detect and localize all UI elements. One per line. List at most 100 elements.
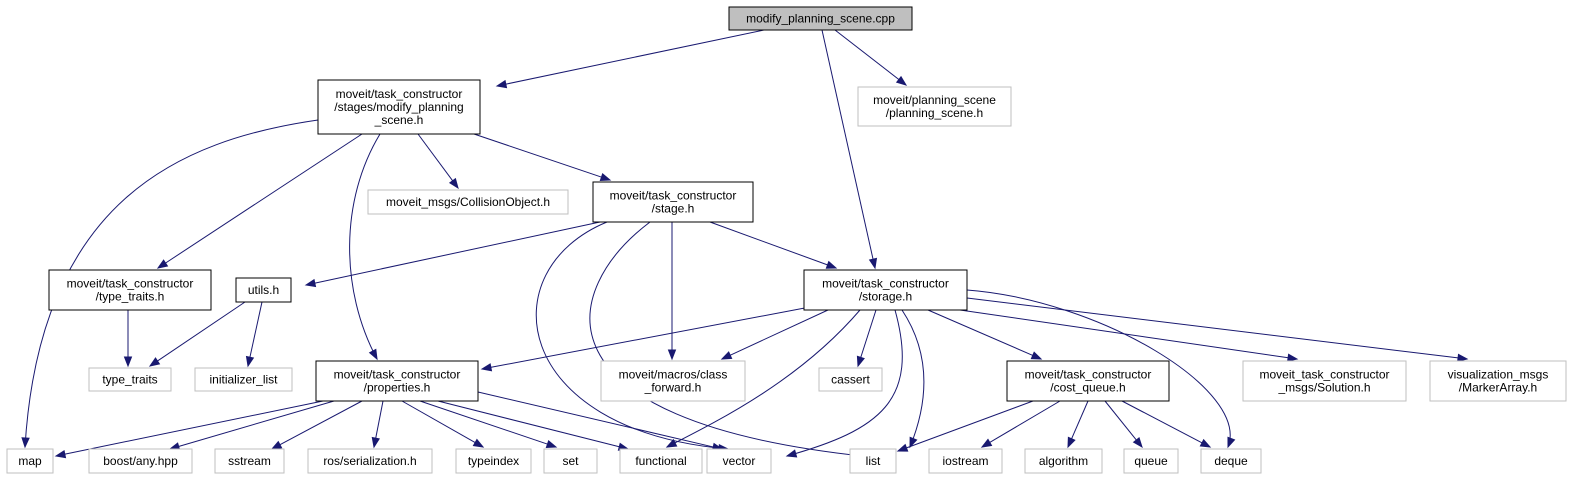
edge-modify-ps-h-to-properties-h-line xyxy=(349,133,381,360)
node-type-traits[interactable]: type_traits xyxy=(88,367,172,392)
node-planning-scene-h-box xyxy=(857,86,1012,127)
node-algorithm[interactable]: algorithm xyxy=(1024,448,1103,474)
node-ros-serialization-box xyxy=(307,448,433,474)
node-class-forward-h-box xyxy=(600,360,746,402)
node-iostream[interactable]: iostream xyxy=(928,448,1003,474)
node-utils-h[interactable]: utils.h xyxy=(235,277,292,303)
edge-type-traits-h-to-type-traits xyxy=(123,310,133,368)
edge-cost-queue-h-to-deque xyxy=(1121,400,1212,448)
node-typeindex-label-line: typeindex xyxy=(468,454,519,468)
node-type-traits-h-label-line: moveit/task_constructor xyxy=(67,277,194,291)
edge-cost-queue-h-to-deque-line xyxy=(1121,400,1204,444)
node-initializer-list[interactable]: initializer_list xyxy=(194,367,293,392)
edge-modify-ps-h-to-collision-object-h xyxy=(417,133,459,190)
node-properties-h-label-line: /properties.h xyxy=(364,381,431,395)
node-stage-h[interactable]: moveit/task_constructor/stage.h xyxy=(592,181,754,223)
edge-cost-queue-h-to-algorithm-arrowhead xyxy=(1067,436,1076,449)
edge-storage-h-to-functional-line xyxy=(666,309,861,448)
node-collision-object-h-label-line: moveit_msgs/CollisionObject.h xyxy=(386,195,550,209)
node-solution-h-label-line: _msgs/Solution.h xyxy=(1277,381,1370,395)
edge-storage-h-to-solution-h-arrowhead xyxy=(1286,353,1299,362)
edge-properties-h-to-sstream xyxy=(270,400,363,450)
edge-storage-h-to-deque xyxy=(966,289,1236,449)
node-cost-queue-h[interactable]: moveit/task_constructor/cost_queue.h xyxy=(1006,360,1170,402)
edge-cost-queue-h-to-list xyxy=(896,400,1034,452)
node-algorithm-label-line: algorithm xyxy=(1039,454,1088,468)
node-planning-scene-h-label-line: /planning_scene.h xyxy=(886,106,983,120)
node-queue-label-line: queue xyxy=(1134,454,1168,468)
edge-root-to-modify-ps-h-arrowhead xyxy=(495,79,508,89)
node-class-forward-h[interactable]: moveit/macros/class_forward.h xyxy=(600,360,746,402)
node-type-traits-label-line: type_traits xyxy=(102,373,157,387)
node-class-forward-h-label-line: _forward.h xyxy=(644,381,702,395)
edge-properties-h-to-vector-line xyxy=(477,391,715,448)
edge-utils-h-to-type-traits-arrowhead xyxy=(148,357,161,367)
node-root-box xyxy=(728,6,913,31)
edge-storage-h-to-cassert-arrowhead xyxy=(856,355,865,368)
node-cost-queue-h-label-line: moveit/task_constructor xyxy=(1025,368,1152,382)
node-planning-scene-h[interactable]: moveit/planning_scene/planning_scene.h xyxy=(857,86,1012,127)
edge-properties-h-to-functional xyxy=(437,400,630,451)
node-deque-label-line: deque xyxy=(1214,454,1248,468)
node-initializer-list-label-line: initializer_list xyxy=(209,373,278,387)
edge-storage-h-to-cost-queue-h-arrowhead xyxy=(1030,351,1043,360)
edge-utils-h-to-initializer-list-arrowhead xyxy=(245,355,255,368)
edge-properties-h-to-ros-serialization-line xyxy=(375,400,384,440)
edge-storage-h-to-class-forward-h xyxy=(720,309,829,360)
node-vector-box xyxy=(706,448,772,474)
edge-modify-ps-h-to-type-traits-h-arrowhead xyxy=(156,259,169,269)
edge-properties-h-to-sstream-arrowhead xyxy=(270,440,283,450)
node-boost-any[interactable]: boost/any.hpp xyxy=(88,448,193,474)
edge-stage-h-to-utils-h-line xyxy=(313,221,601,284)
node-root[interactable]: modify_planning_scene.cpp xyxy=(728,6,913,31)
edge-root-to-storage-h xyxy=(821,29,878,270)
edge-properties-h-to-typeindex-arrowhead xyxy=(472,438,485,448)
node-set[interactable]: set xyxy=(543,448,598,474)
edge-storage-h-to-class-forward-h-line xyxy=(729,309,829,357)
node-vector[interactable]: vector xyxy=(706,448,772,474)
edge-root-to-modify-ps-h xyxy=(495,29,765,89)
node-modify-ps-h-label-line: moveit/task_constructor xyxy=(336,87,463,101)
edge-stage-h-to-utils-h-arrowhead xyxy=(304,278,317,288)
node-properties-h[interactable]: moveit/task_constructor/properties.h xyxy=(315,360,479,402)
edge-modify-ps-h-to-type-traits-h xyxy=(156,133,363,269)
node-queue-box xyxy=(1123,448,1179,474)
edge-utils-h-to-initializer-list-line xyxy=(249,301,263,359)
edge-storage-h-to-deque-arrowhead xyxy=(1227,436,1236,449)
node-cassert[interactable]: cassert xyxy=(818,367,883,392)
node-type-traits-h[interactable]: moveit/task_constructor/type_traits.h xyxy=(48,269,212,311)
node-iostream-box xyxy=(928,448,1003,474)
edge-modify-ps-h-to-stage-h-arrowhead xyxy=(599,172,612,181)
nodes-layer: modify_planning_scene.cpp moveit/task_con… xyxy=(6,6,1567,474)
node-functional[interactable]: functional xyxy=(619,448,703,474)
node-ros-serialization[interactable]: ros/serialization.h xyxy=(307,448,433,474)
node-map[interactable]: map xyxy=(6,448,54,474)
edge-properties-h-to-sstream-line xyxy=(278,400,363,446)
node-collision-object-h[interactable]: moveit_msgs/CollisionObject.h xyxy=(367,189,569,215)
edge-stage-h-to-vector xyxy=(535,221,730,453)
node-sstream[interactable]: sstream xyxy=(214,448,285,474)
node-modify-ps-h-label-line: _scene.h xyxy=(374,113,424,127)
edge-storage-h-to-properties-h-arrowhead xyxy=(480,363,493,372)
node-list[interactable]: list xyxy=(849,448,897,474)
node-storage-h[interactable]: moveit/task_constructor/storage.h xyxy=(803,269,968,311)
node-typeindex[interactable]: typeindex xyxy=(455,448,532,474)
node-queue[interactable]: queue xyxy=(1123,448,1179,474)
edge-root-to-planning-scene-h xyxy=(834,29,908,86)
node-deque[interactable]: deque xyxy=(1200,448,1262,474)
node-solution-h[interactable]: moveit_task_constructor_msgs/Solution.h xyxy=(1242,360,1407,402)
node-ros-serialization-label-line: ros/serialization.h xyxy=(323,454,416,468)
edge-storage-h-to-list-line xyxy=(901,309,925,448)
node-markerarray-h[interactable]: visualization_msgs/MarkerArray.h xyxy=(1429,360,1567,402)
node-boost-any-box xyxy=(88,448,193,474)
node-class-forward-h-label-line: moveit/macros/class xyxy=(619,368,728,382)
edge-storage-h-to-cassert-line xyxy=(859,309,877,359)
node-set-label-line: set xyxy=(562,454,579,468)
edge-storage-h-to-cost-queue-h-line xyxy=(927,309,1034,357)
node-modify-ps-h-label-line: /stages/modify_planning xyxy=(334,100,463,114)
node-modify-ps-h[interactable]: moveit/task_constructor/stages/modify_pl… xyxy=(317,79,481,135)
node-stage-h-label-line: /stage.h xyxy=(652,202,695,216)
edge-modify-ps-h-to-properties-h-arrowhead xyxy=(368,348,378,361)
edge-storage-h-to-properties-h xyxy=(480,306,811,372)
node-set-box xyxy=(543,448,598,474)
